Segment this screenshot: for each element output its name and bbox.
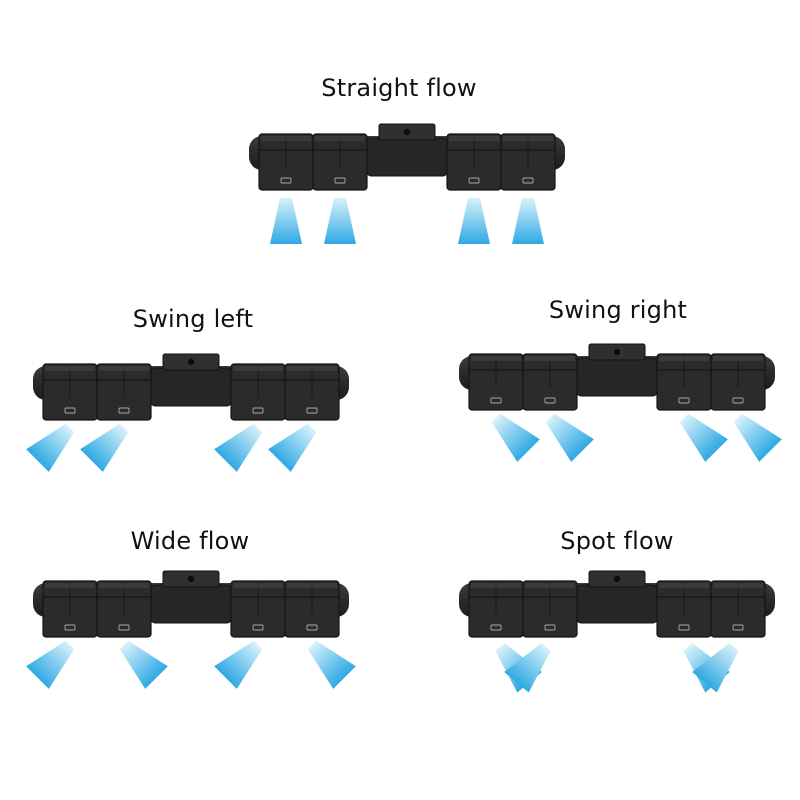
fan-unit-icon: [33, 353, 349, 421]
airflow-icon: [679, 413, 728, 462]
airflow-icon: [307, 640, 356, 689]
airflow-icon: [80, 423, 129, 472]
panel-swing-right: [459, 343, 782, 462]
airflow-icon: [512, 198, 544, 244]
airflow-group: [270, 198, 544, 244]
panel-swing-left: [26, 353, 349, 472]
airflow-icon: [268, 423, 317, 472]
panel-straight: [249, 123, 565, 244]
panel-title-swing-left: Swing left: [132, 305, 254, 333]
airflow-icon: [214, 640, 263, 689]
airflow-icon: [324, 198, 356, 244]
fan-unit-icon: [459, 570, 775, 638]
airflow-group: [26, 640, 356, 689]
panel-title-spot-flow: Spot flow: [560, 527, 674, 555]
airflow-icon: [545, 413, 594, 462]
airflow-icon: [26, 640, 75, 689]
airflow-icon: [214, 423, 263, 472]
panel-title-wide-flow: Wide flow: [130, 527, 250, 555]
panel-title-straight-flow: Straight flow: [321, 74, 477, 102]
fan-unit-icon: [459, 343, 775, 411]
fan-unit-icon: [249, 123, 565, 191]
airflow-icon: [458, 198, 490, 244]
airflow-icon: [119, 640, 168, 689]
fan-unit-icon: [33, 570, 349, 638]
airflow-icon: [270, 198, 302, 244]
airflow-icon: [491, 413, 540, 462]
airflow-icon: [692, 643, 739, 693]
airflow-icon: [26, 423, 75, 472]
panel-title-swing-right: Swing right: [548, 296, 688, 324]
airflow-icon: [733, 413, 782, 462]
airflow-group: [495, 643, 739, 693]
airflow-group: [491, 413, 782, 462]
panel-spot: [459, 570, 775, 693]
airflow-icon: [504, 643, 551, 693]
panel-wide: [26, 570, 356, 689]
airflow-group: [26, 423, 317, 472]
